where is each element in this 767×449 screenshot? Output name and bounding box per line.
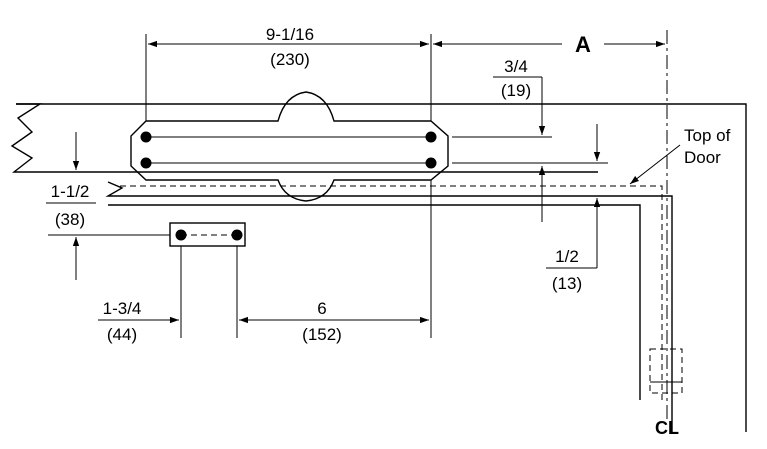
dim-6-mm: (152) — [302, 325, 342, 344]
centerline-symbol: CL — [655, 418, 679, 438]
mounting-hole — [425, 131, 437, 143]
closer-body-outline — [130, 91, 449, 202]
arm-shoe-hole — [175, 229, 187, 241]
top-of-door-label-line2: Door — [684, 148, 721, 167]
dim-1-1-2-in: 1-1/2 — [51, 182, 90, 201]
top-of-door-leader — [629, 144, 681, 185]
dim-1-2-in: 1/2 — [555, 247, 579, 266]
dim-1-3-4-mm: (44) — [107, 325, 137, 344]
top-of-door-label-line1: Top of — [684, 126, 731, 145]
dim-length-mm: (230) — [270, 50, 310, 69]
mounting-hole — [140, 157, 152, 169]
arm-shoe-hole — [231, 229, 243, 241]
door-inner-edge — [108, 204, 641, 400]
frame-break-left — [10, 103, 43, 173]
dim-1-1-2-mm: (38) — [55, 210, 85, 229]
frame-outline — [16, 103, 747, 432]
dim-6-in: 6 — [317, 299, 326, 318]
dim-3-4-in: 3/4 — [504, 57, 528, 76]
dim-length-in: 9-1/16 — [266, 25, 314, 44]
top-of-door-dashed-line — [120, 185, 663, 400]
dim-3-4-mm: (19) — [501, 81, 531, 100]
hinge-outline — [649, 348, 683, 394]
dim-a-label: A — [575, 32, 591, 57]
dim-1-2-mm: (13) — [552, 274, 582, 293]
mounting-hole — [425, 157, 437, 169]
dim-1-3-4-in: 1-3/4 — [103, 299, 142, 318]
door-top-edge — [105, 181, 673, 432]
mounting-hole — [140, 131, 152, 143]
